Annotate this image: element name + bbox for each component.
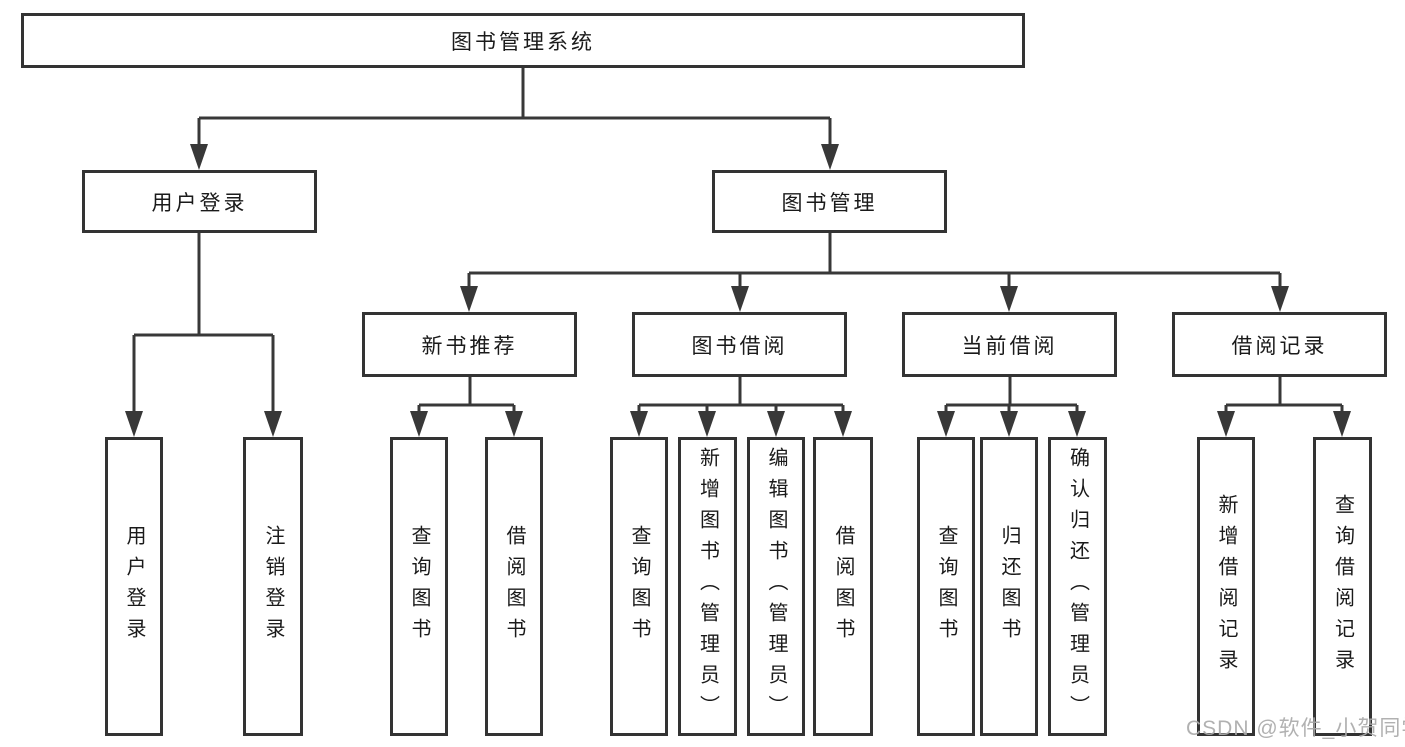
leaf-current-query-book: 查询图书 xyxy=(917,437,975,736)
node-book-management: 图书管理 xyxy=(712,170,947,233)
node-borrow-records: 借阅记录 xyxy=(1172,312,1387,377)
leaf-borrow-book: 借阅图书 xyxy=(813,437,873,736)
leaf-recommend-borrow-book: 借阅图书 xyxy=(485,437,543,736)
node-user-login: 用户登录 xyxy=(82,170,317,233)
node-root: 图书管理系统 xyxy=(21,13,1025,68)
node-current-borrow: 当前借阅 xyxy=(902,312,1117,377)
leaf-query-borrow-record: 查询借阅记录 xyxy=(1313,437,1372,736)
leaf-add-book-admin: 新增图书（管理员） xyxy=(678,437,737,736)
leaf-user-login: 用户登录 xyxy=(105,437,163,736)
leaf-add-borrow-record: 新增借阅记录 xyxy=(1197,437,1255,736)
leaf-return-book: 归还图书 xyxy=(980,437,1038,736)
csdn-watermark: CSDN @软件_小贺同学 xyxy=(1186,717,1405,740)
leaf-recommend-query-book: 查询图书 xyxy=(390,437,448,736)
node-new-book-recommend: 新书推荐 xyxy=(362,312,577,377)
leaf-logout: 注销登录 xyxy=(243,437,303,736)
arrowhead-icons xyxy=(125,144,1351,437)
leaf-borrow-query-book: 查询图书 xyxy=(610,437,668,736)
leaf-confirm-return-admin: 确认归还（管理员） xyxy=(1048,437,1107,736)
node-book-borrow: 图书借阅 xyxy=(632,312,847,377)
leaf-edit-book-admin: 编辑图书（管理员） xyxy=(747,437,805,736)
